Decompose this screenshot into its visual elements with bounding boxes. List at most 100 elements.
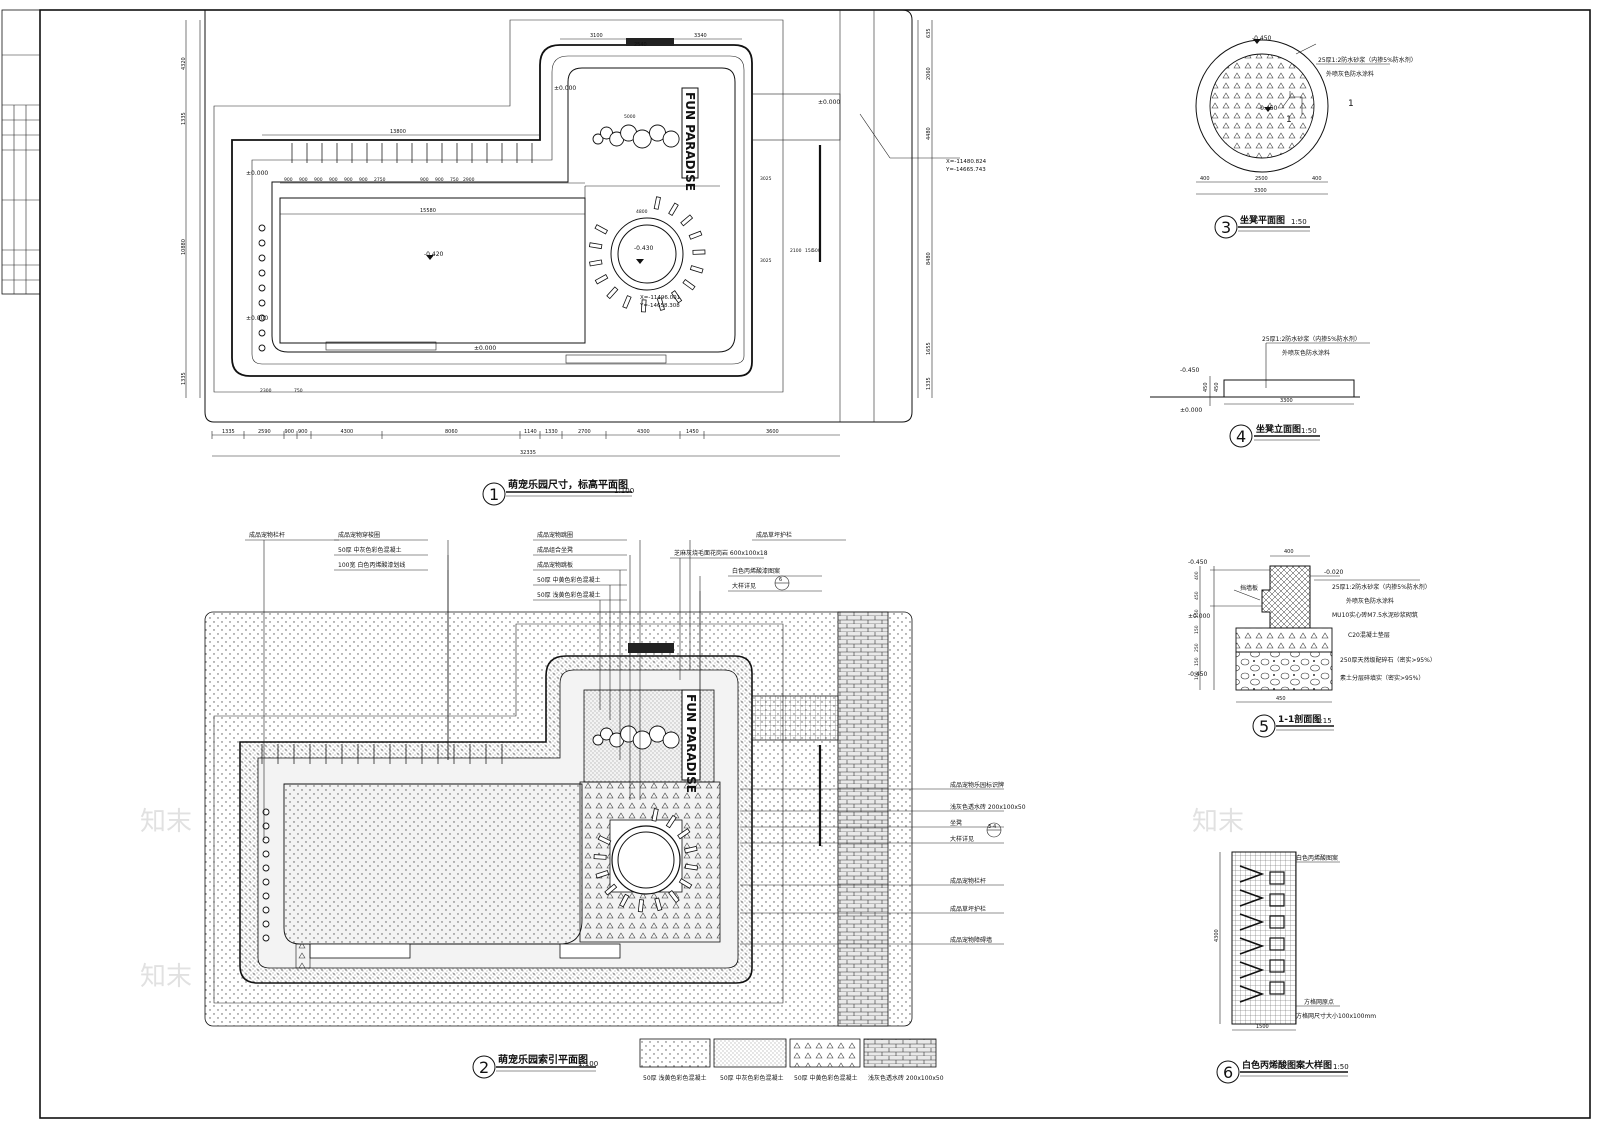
- step-block: [651, 808, 659, 822]
- step-block: [682, 279, 696, 291]
- plan2-callout-top-label: 芝麻灰烧毛面花岗岩 600x100x18: [674, 549, 768, 557]
- post-dot: [258, 254, 266, 262]
- detail5-rubble: [1235, 651, 1333, 691]
- plan2-bottom-bench-2: [559, 943, 621, 959]
- plan1-dim-misc-label: 3025: [760, 176, 772, 182]
- plan1-right-walkway: [751, 93, 841, 141]
- plan1-dim-inner-label: 2750: [374, 177, 386, 183]
- detail5-dim-label: 250: [1194, 643, 1200, 652]
- post-dot: [258, 239, 266, 247]
- detail5-dim-top: 400: [1284, 549, 1294, 555]
- plan1-elev-left2: ±0.000: [246, 315, 268, 322]
- plan1-pond-inner: [617, 224, 677, 284]
- step-block: [640, 299, 647, 313]
- plan1-dim-long: 13800: [390, 129, 406, 135]
- plan1-sign-text: FUN PARADISE: [683, 92, 697, 191]
- plan1-coord1-y: Y=-14665.743: [945, 167, 986, 173]
- step-block: [668, 890, 680, 904]
- pattern-stroke: [1239, 913, 1265, 931]
- pattern-stroke: [1239, 937, 1265, 955]
- plan1-elev-path-top: ±0.000: [554, 85, 576, 92]
- plan2-callout-top-label: 大样详见: [732, 582, 756, 590]
- plan1-coord2-y: Y=-14658.308: [639, 303, 680, 309]
- detail5-elev-bottom-left: -0.450: [1188, 671, 1208, 678]
- detail6-label-b2: 方格网尺寸大小100x100mm: [1296, 1012, 1376, 1020]
- plan1-dim-misc-label: 2100: [790, 248, 802, 254]
- plan2-site: FUN PARADISE: [204, 611, 913, 1027]
- plan1-bottom-bench-2: [565, 354, 667, 364]
- plan2-callout-top-label: 成品宠物跳板: [537, 561, 573, 569]
- plan1-sign-wall: [681, 87, 699, 179]
- plan1-dim-right-label: 635: [926, 28, 932, 38]
- detail5-note-4: 250厚天然级配碎石（密实>95%）: [1340, 656, 1436, 664]
- plan1-dim-bottom-label: 900: [298, 429, 308, 435]
- legend-swatch-1: [639, 1038, 711, 1068]
- hoop-ring: [662, 130, 680, 148]
- plan1-dim-bottom-label: 1330: [545, 429, 558, 435]
- detail6-title: 白色丙烯酸图案大样图: [1242, 1059, 1332, 1071]
- plan2-callout-right-label: 成品宠物障碍墙: [950, 936, 992, 944]
- plan2-callout-right-label: 大样详见: [950, 835, 974, 843]
- plan1-dim-top-mid: 2540: [634, 42, 647, 48]
- pattern-stroke: [1239, 961, 1265, 979]
- detail5-elev-top-left: -0.450: [1188, 559, 1208, 566]
- plan1-dim-bottom-label: 8060: [445, 429, 458, 435]
- plan1-coordinates: X=-11480.824 Y=-14665.743 X=-11496.001 Y…: [639, 113, 987, 309]
- detail3-section-mark: 1: [1348, 99, 1354, 109]
- plan2-bench-top: [628, 643, 674, 653]
- plan1-post-dots: [258, 224, 266, 352]
- plan1-dim-inner-label: 2900: [463, 177, 475, 183]
- plan1-dim-right-label: 1335: [926, 377, 932, 390]
- post-dot: [262, 864, 270, 872]
- plan1-dim-pool: 15580: [420, 208, 436, 214]
- post-dot: [262, 808, 270, 816]
- plan1-elev-left1: ±0.000: [246, 170, 268, 177]
- post-dot: [262, 920, 270, 928]
- post-dot: [262, 850, 270, 858]
- hoop-ring: [632, 730, 652, 750]
- detail3-elev-top: -0.450: [1252, 35, 1272, 42]
- detail3-title: 坐凳平面图: [1240, 214, 1285, 226]
- plan2-number: 2: [479, 1058, 489, 1077]
- plan1-pool-area: [279, 197, 586, 344]
- pattern-box: [1269, 893, 1285, 907]
- step-block: [653, 196, 661, 210]
- detail4-note1: 25厚1:2防水砂浆（内掺5%防水剂）: [1262, 335, 1361, 343]
- plan2-callout-right-label: 成品草坪护栏: [950, 905, 986, 913]
- plan2-fence-ticks: [261, 744, 503, 764]
- title-block-lines: [2, 54, 40, 294]
- plan2-title-text: 萌宠乐园索引平面图: [498, 1053, 588, 1066]
- step-block: [588, 242, 603, 250]
- step-block: [604, 883, 618, 896]
- watermark-text-1: 知末: [140, 807, 192, 837]
- post-dot: [262, 906, 270, 914]
- step-block: [668, 202, 679, 216]
- detail5-dim-label: 400: [1194, 571, 1200, 580]
- plan1-dim-misc-label: 2300: [260, 388, 272, 394]
- plan1-dim-bottom-label: 2590: [258, 429, 271, 435]
- plan1-dim-bottom-label: 2700: [578, 429, 591, 435]
- pattern-stroke: [1239, 865, 1265, 883]
- step-block: [622, 295, 632, 309]
- step-block: [665, 814, 677, 829]
- plan1-site-boundary: [204, 9, 913, 423]
- plan1-title-text: 萌宠乐园尺寸，标高平面图: [508, 478, 628, 491]
- plan1-dim-right-label: 1655: [926, 342, 932, 355]
- detail5-note-2: MU10实心砖M7.5水泥砂浆砌筑: [1332, 611, 1418, 619]
- plan2-sign-text: FUN PARADISE: [684, 694, 698, 793]
- plan1-dim-inner-label: 900: [299, 177, 308, 183]
- post-dot: [258, 224, 266, 232]
- plan2-ref-mark-2-text: 3-4: [988, 824, 996, 830]
- legend-swatch-3: [789, 1038, 861, 1068]
- plan1-dim-misc-label: 5000: [624, 114, 636, 120]
- plan1-dim-bottom-label: 900: [285, 429, 295, 435]
- plan1-dim-left-label: 4320: [181, 57, 187, 70]
- plan1-path-lane: [251, 55, 745, 365]
- plan2-small-pad: [295, 943, 311, 969]
- detail3-bench-inner: [1209, 53, 1315, 159]
